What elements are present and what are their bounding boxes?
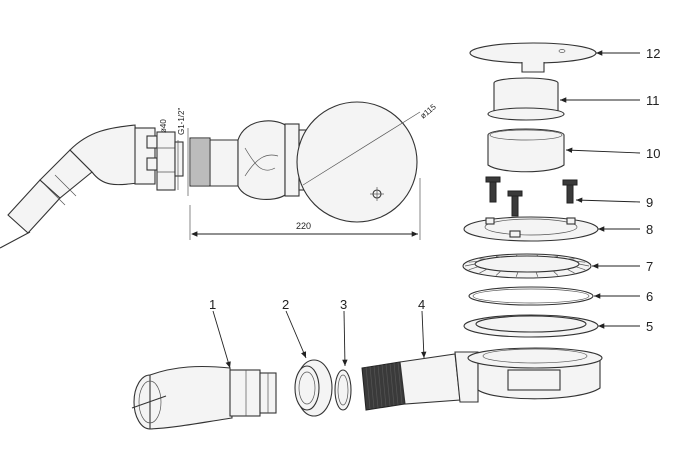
thread-line: [516, 254, 519, 257]
pipe-nut: [134, 127, 184, 191]
part-9-screws: [485, 176, 578, 217]
thread-line: [575, 266, 586, 271]
callout-4: 4: [418, 297, 425, 312]
dim-diameter-40: ø40: [159, 119, 168, 133]
drain-cover-circle: [296, 101, 421, 223]
thread-line: [385, 363, 391, 407]
thread-line: [381, 364, 387, 407]
part-1-bend: [131, 365, 277, 430]
callout-labels: 12 11 10 9 8 7 6 5 1 2 3 4: [209, 46, 660, 334]
threaded-section: [189, 137, 239, 187]
thread-line: [464, 263, 476, 267]
thread-line: [373, 365, 379, 408]
dimensions: [177, 128, 421, 240]
callout-leaders-right: [560, 50, 641, 329]
callout-5: 5: [646, 319, 653, 334]
thread-line: [515, 271, 519, 277]
callout-12: 12: [646, 46, 660, 61]
dim-length: 220: [296, 221, 311, 231]
thread-line: [535, 271, 539, 277]
part-8-flange: [463, 216, 599, 242]
part-2-nut: [294, 359, 333, 417]
callout-leaders-bottom: [212, 310, 427, 369]
thread-line: [535, 254, 538, 257]
thread-line: [389, 363, 395, 406]
thread-line: [468, 266, 479, 271]
thread-line: [479, 268, 488, 274]
part-3-washer: [334, 369, 352, 411]
thread-line: [552, 270, 559, 276]
callout-11: 11: [646, 93, 660, 108]
thread-line: [365, 366, 371, 410]
thread-line: [575, 260, 586, 263]
callout-3: 3: [340, 297, 347, 312]
callout-6: 6: [646, 289, 653, 304]
part-10-sleeve: [487, 128, 565, 173]
thread-line: [468, 260, 479, 263]
thread-line: [495, 256, 502, 258]
bottom-assembly: [131, 310, 603, 430]
callout-8: 8: [646, 222, 653, 237]
part-5-ring: [463, 314, 599, 338]
dim-diameter-115: ø115: [419, 102, 439, 121]
part-12-cover-disc: [469, 42, 597, 73]
side-view-drawing: ø40 G1-1/2" ø115 220: [0, 101, 439, 249]
thread-line: [393, 362, 399, 405]
dim-thread: G1-1/2": [177, 108, 186, 135]
exploded-stack: [462, 42, 641, 338]
part-7-ring: [462, 253, 592, 279]
thread-line: [397, 362, 403, 405]
thread-line: [377, 365, 383, 408]
callout-1: 1: [209, 297, 216, 312]
part-6-gasket: [468, 286, 594, 306]
thread-line: [578, 263, 590, 267]
callout-10: 10: [646, 146, 660, 161]
callout-2: 2: [282, 297, 289, 312]
thread-line: [495, 270, 502, 276]
thread-line: [552, 256, 559, 258]
elbow-pipe: [0, 124, 139, 249]
callout-7: 7: [646, 259, 653, 274]
thread-line: [369, 366, 375, 409]
part-11-cap: [487, 77, 565, 121]
callout-9: 9: [646, 195, 653, 210]
thread-line: [566, 268, 575, 274]
part-4-trap-body: [361, 347, 603, 411]
